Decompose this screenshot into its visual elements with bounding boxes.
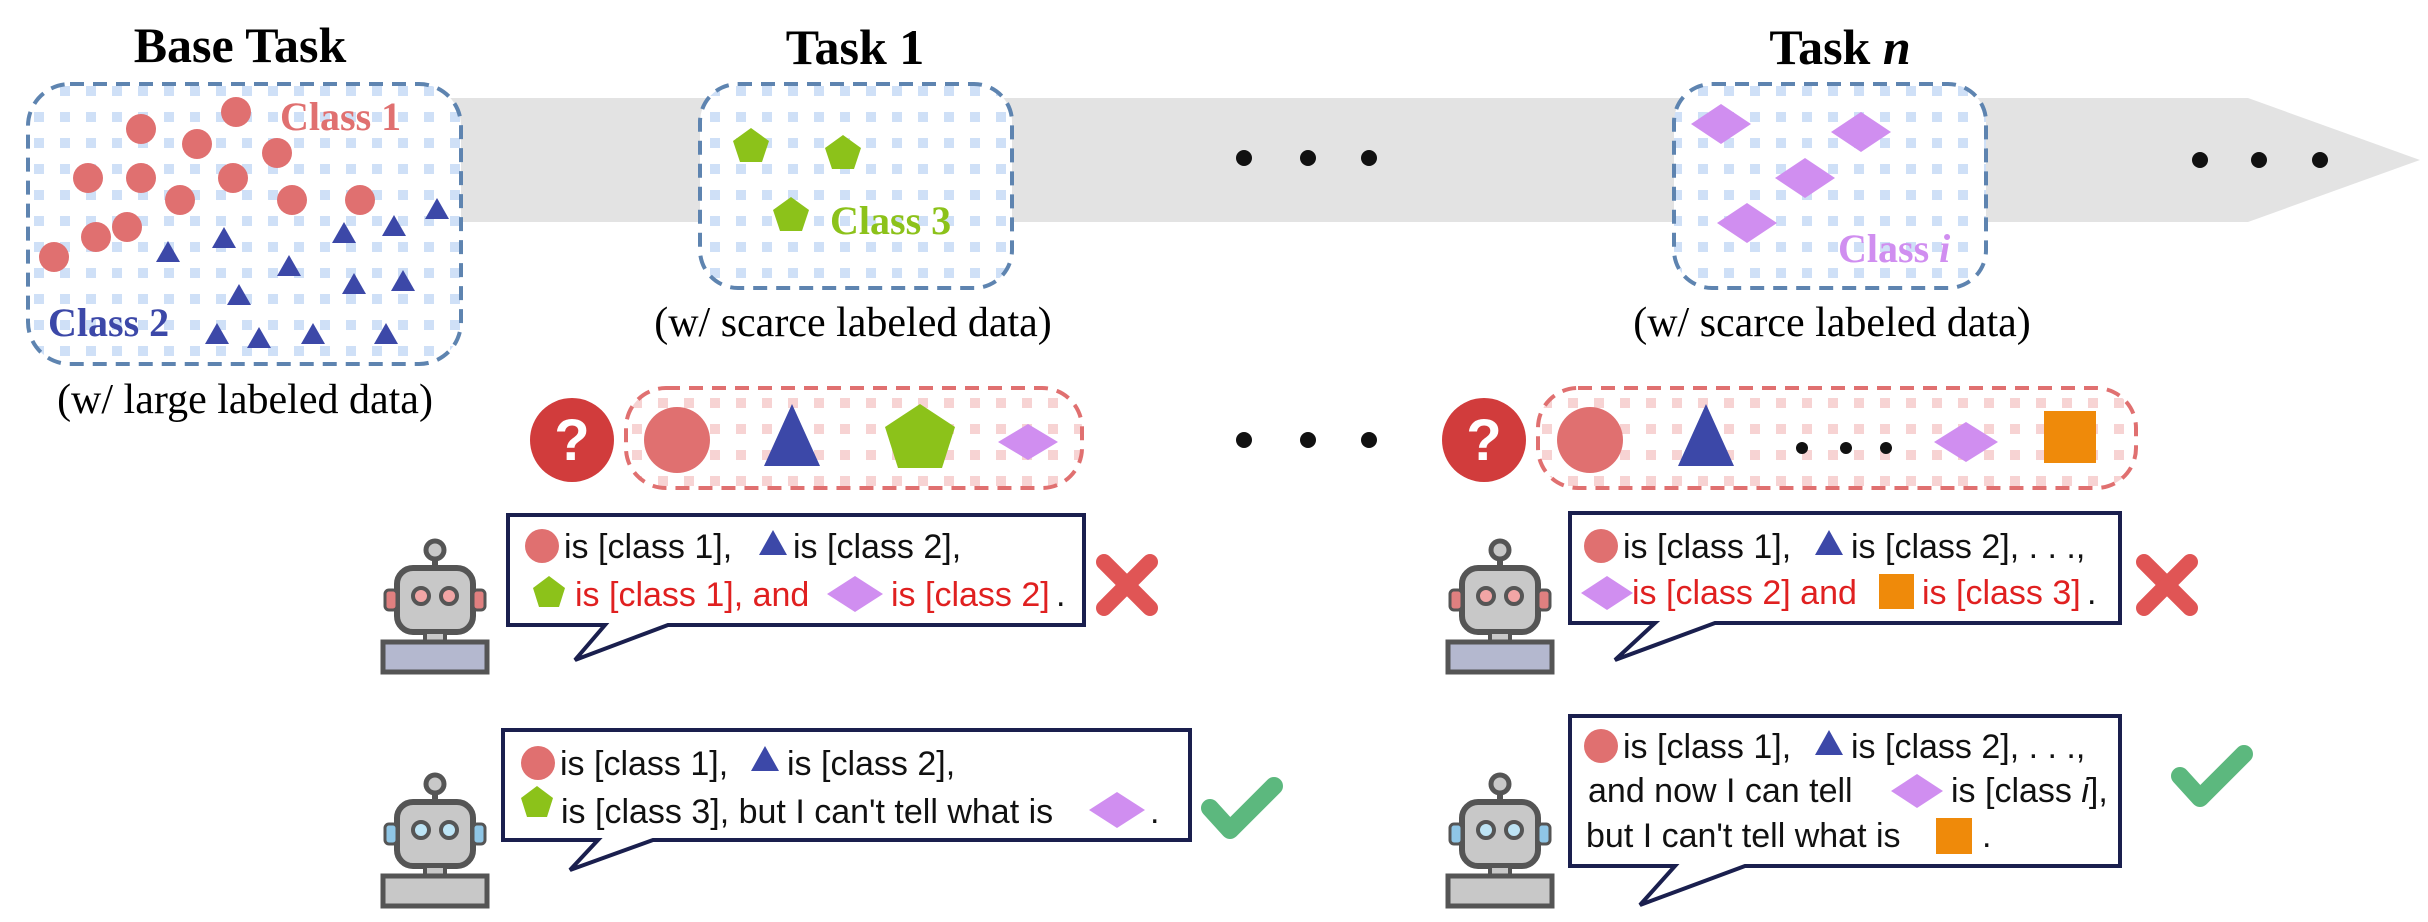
query-ellipsis-middle (1236, 432, 1377, 448)
svg-text:.: . (1982, 817, 1991, 855)
taskn-box: Class i (1672, 82, 1988, 290)
caption-task1: (w/ scarce labeled data) (654, 300, 1052, 346)
svg-text:is [class 1],: is [class 1], (1623, 728, 1791, 766)
timeline-ellipsis-end (2192, 152, 2328, 168)
check-icon (2171, 745, 2253, 807)
svg-text:but I can't tell what is: but I can't tell what is (1586, 817, 1901, 855)
cross-icon (2136, 554, 2198, 616)
robot-icon (1448, 541, 1552, 672)
robot-icon (1448, 775, 1552, 906)
svg-text:is [class i],: is [class i], (1951, 772, 2108, 810)
svg-text:is [class 2],: is [class 2], (793, 528, 961, 566)
check-icon (1201, 777, 1283, 839)
class2-points (156, 198, 449, 348)
svg-text:is [class 2],: is [class 2], (787, 745, 955, 783)
svg-text:is [class 1],: is [class 1], (1623, 528, 1791, 566)
task1-wrong-bubble: is [class 1], is [class 2], is [class 1]… (506, 513, 1086, 662)
caption-taskn: (w/ scarce labeled data) (1633, 300, 2031, 346)
task1-query-set (624, 386, 1084, 490)
svg-text:.: . (1056, 576, 1065, 614)
cross-icon (1096, 554, 1158, 616)
svg-text:.: . (1150, 793, 1159, 831)
title-task-n: Task n (1769, 19, 1910, 75)
class3-points (733, 128, 861, 231)
robot-icon (383, 541, 487, 672)
svg-text:is [class 2], . . .,: is [class 2], . . ., (1851, 728, 2085, 766)
question-mark-icon: ? (530, 398, 614, 482)
svg-text:is [class 3], but I can't tell: is [class 3], but I can't tell what is (561, 793, 1053, 831)
classi-label: Class i (1838, 226, 1950, 271)
taskn-wrong-bubble: is [class 1], is [class 2], . . ., is [c… (1568, 511, 2122, 662)
question-mark-icon: ? (1442, 398, 1526, 482)
svg-text:is [class 2]: is [class 2] (891, 576, 1050, 614)
svg-text:.: . (2087, 574, 2096, 612)
classi-points (1691, 104, 1891, 243)
svg-text:is [class 1],: is [class 1], (564, 528, 732, 566)
timeline-ellipsis-middle (1236, 150, 1377, 166)
svg-text:is [class 2] and: is [class 2] and (1632, 574, 1857, 612)
class1-label: Class 1 (280, 94, 401, 139)
class1-points (39, 97, 375, 272)
base-task-box: Class 1 Class 2 (26, 82, 463, 366)
task1-box: Class 3 (698, 82, 1014, 290)
svg-text:?: ? (554, 408, 589, 473)
class3-label: Class 3 (830, 198, 951, 243)
svg-text:is [class 1], and: is [class 1], and (575, 576, 809, 614)
task1-right-bubble: is [class 1], is [class 2], is [class 3]… (501, 728, 1192, 872)
svg-text:and now I can tell: and now I can tell (1588, 772, 1853, 810)
taskn-right-bubble: is [class 1], is [class 2], . . ., and n… (1568, 714, 2122, 907)
svg-text:?: ? (1466, 408, 1501, 473)
timeline-arrow (300, 98, 2420, 222)
taskn-query-set (1536, 386, 2138, 490)
class2-label: Class 2 (48, 300, 169, 345)
title-base-task: Base Task (134, 17, 347, 73)
robot-icon (383, 775, 487, 906)
title-task-1: Task 1 (786, 19, 925, 75)
svg-text:is [class 3]: is [class 3] (1922, 574, 2081, 612)
caption-base: (w/ large labeled data) (57, 377, 433, 423)
svg-text:is [class 1],: is [class 1], (560, 745, 728, 783)
svg-text:is [class 2], . . .,: is [class 2], . . ., (1851, 528, 2085, 566)
